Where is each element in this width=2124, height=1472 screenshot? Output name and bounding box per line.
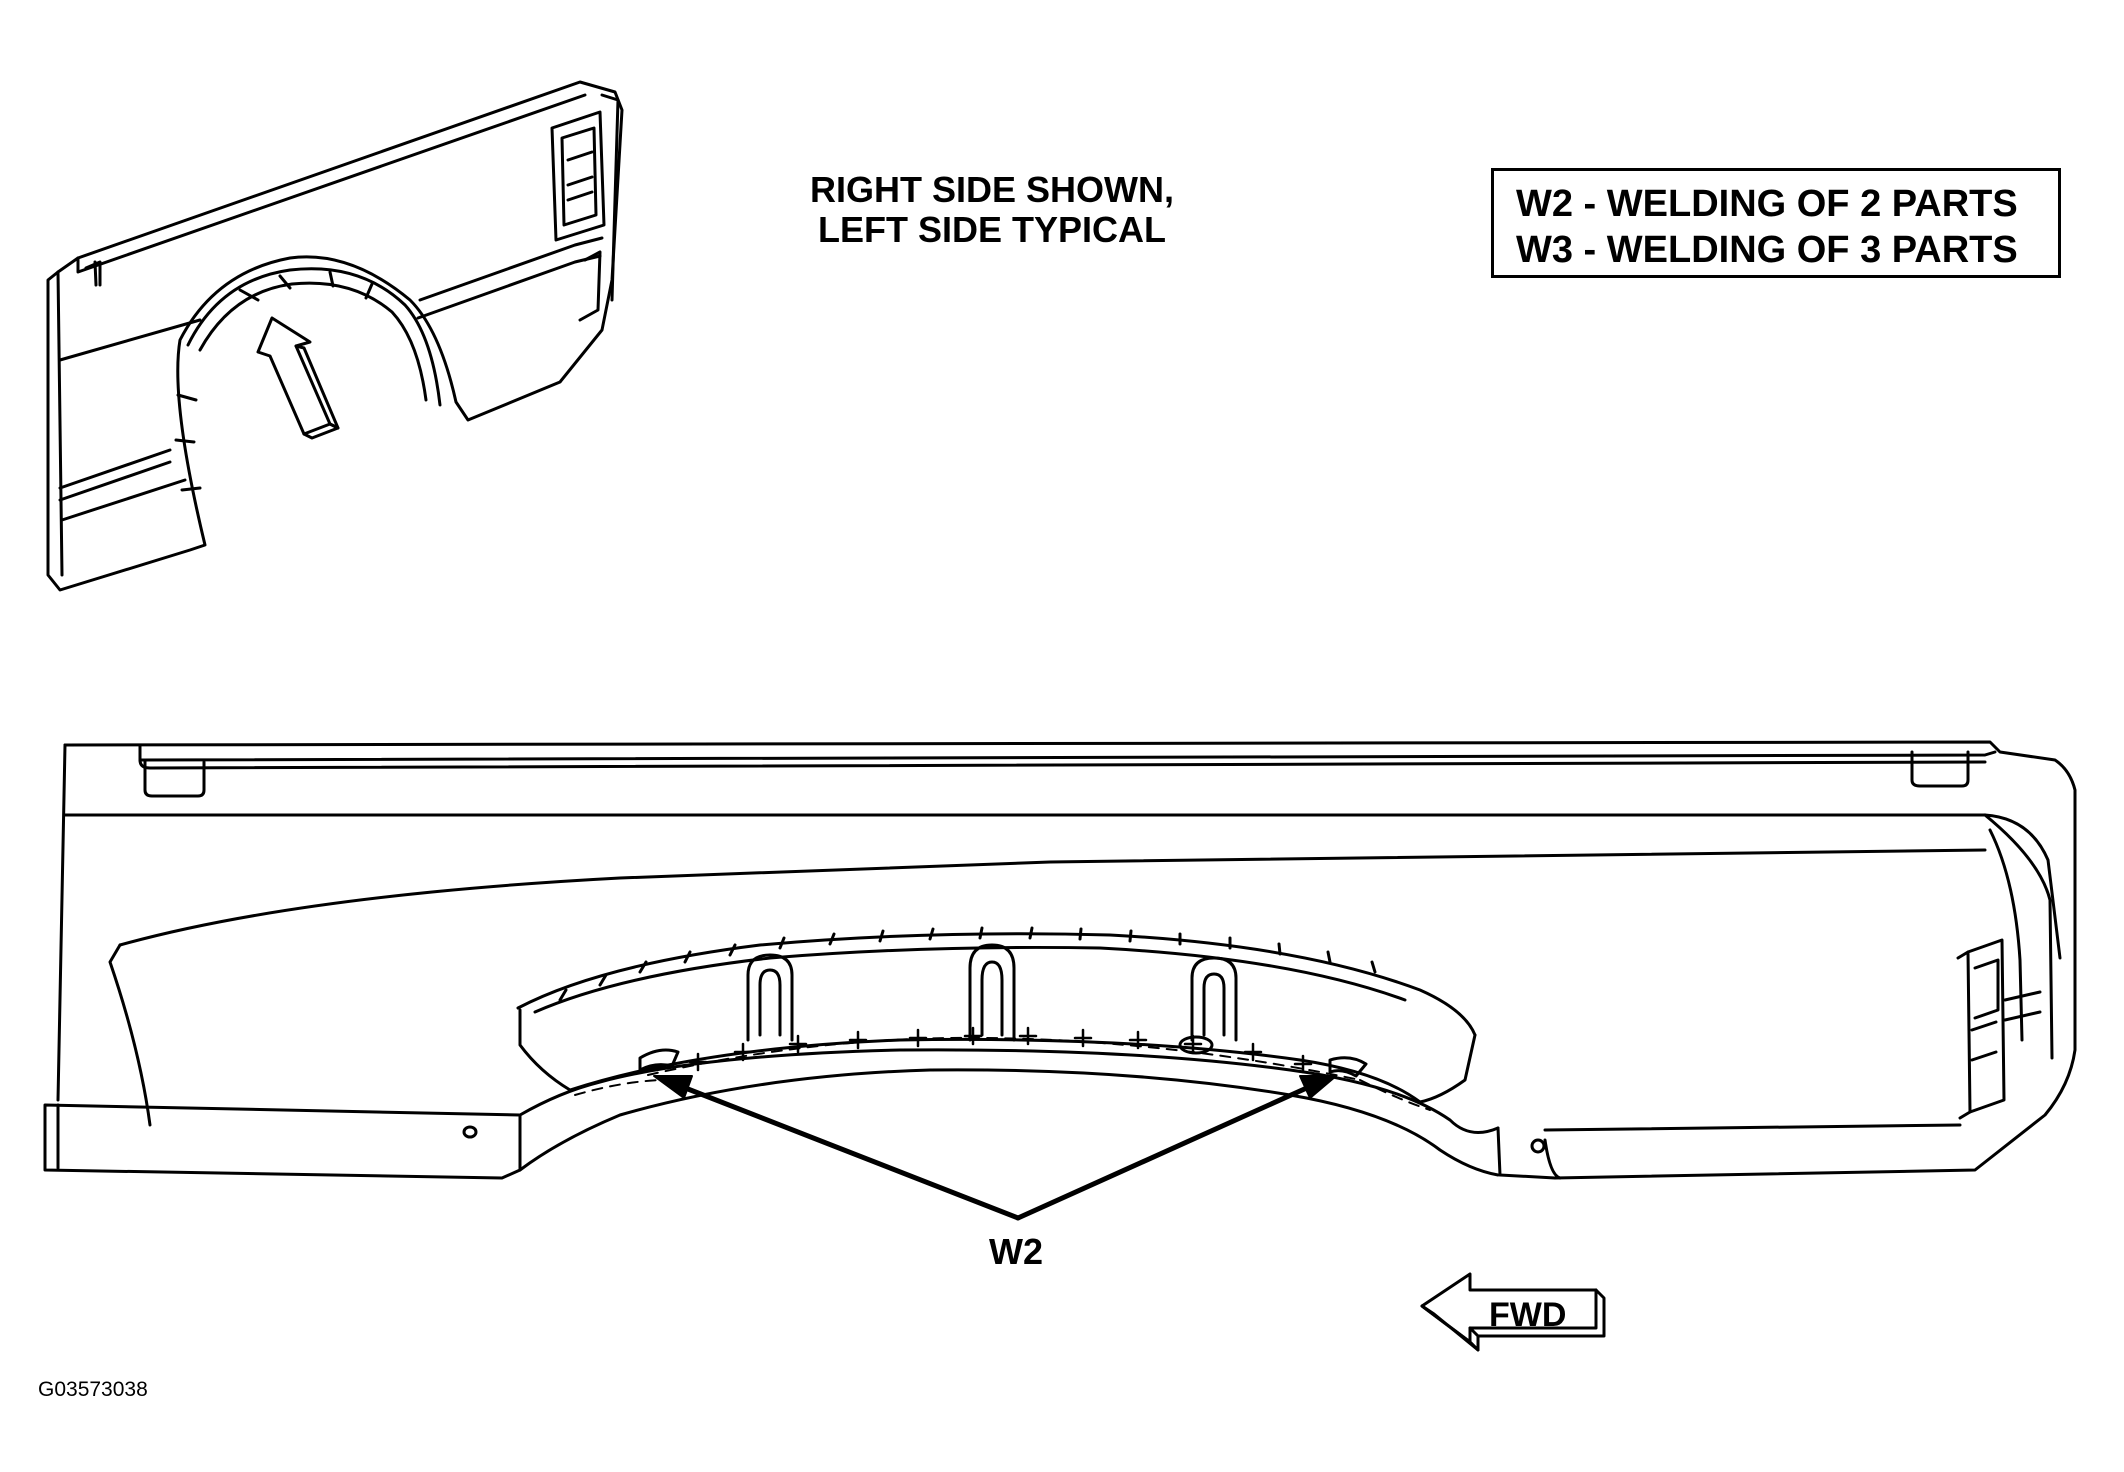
inset-locator-arrow bbox=[256, 316, 340, 440]
orientation-note-line2: LEFT SIDE TYPICAL bbox=[818, 208, 1167, 250]
fwd-label: FWD bbox=[1489, 1296, 1567, 1334]
legend-item-w2: W2 - WELDING OF 2 PARTS bbox=[1516, 183, 2018, 225]
weld-legend-box: W2 - WELDING OF 2 PARTS W3 - WELDING OF … bbox=[1491, 168, 2061, 278]
legend-item-w3: W3 - WELDING OF 3 PARTS bbox=[1516, 229, 2018, 271]
w2-callout-label: W2 bbox=[989, 1231, 1043, 1272]
inset-bed-side-panel bbox=[46, 80, 624, 592]
main-bed-side-view bbox=[43, 740, 2077, 1180]
w2-leader-arrows bbox=[667, 1079, 1323, 1221]
w2-arrowheads bbox=[653, 1075, 1337, 1099]
orientation-note: RIGHT SIDE SHOWN, LEFT SIDE TYPICAL bbox=[810, 170, 1174, 249]
figure-id: G03573038 bbox=[38, 1378, 148, 1401]
fwd-arrow bbox=[1420, 1272, 1606, 1352]
orientation-note-line1: RIGHT SIDE SHOWN, bbox=[810, 169, 1175, 210]
